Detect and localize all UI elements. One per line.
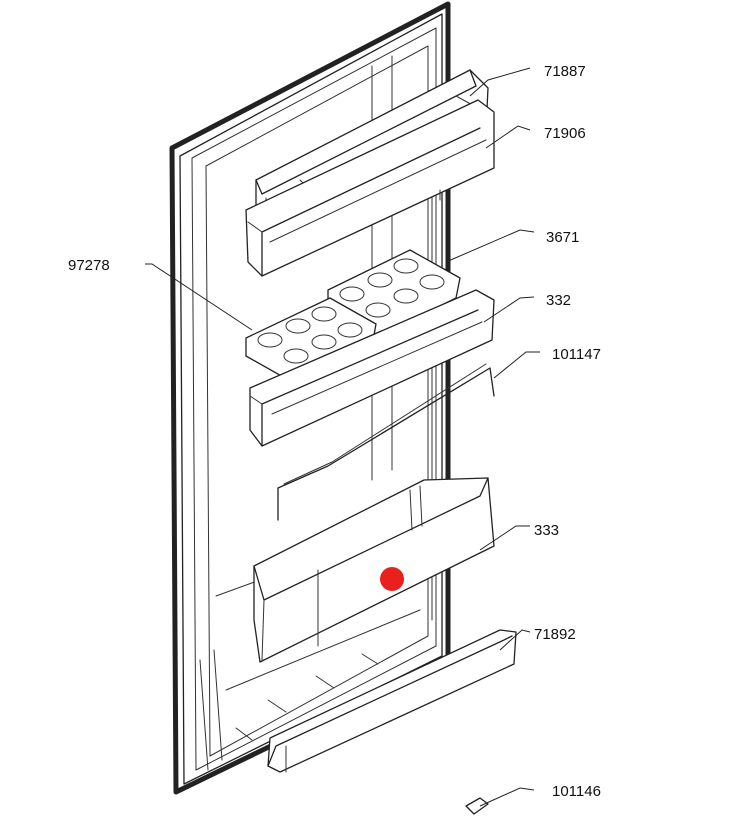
label-333: 333 xyxy=(534,522,559,539)
label-71887: 71887 xyxy=(544,63,586,80)
part-101146-pin xyxy=(465,797,489,815)
label-3671: 3671 xyxy=(546,229,579,246)
label-101146: 101146 xyxy=(552,783,601,800)
part-333-lower-bin xyxy=(253,477,495,663)
part-71906-top-shelf xyxy=(245,99,495,277)
highlight-marker xyxy=(380,567,404,591)
egg-cups-3671 xyxy=(339,258,445,318)
label-71906: 71906 xyxy=(544,125,586,142)
part-332-middle-shelf xyxy=(249,289,495,447)
label-97278: 97278 xyxy=(68,257,110,274)
egg-cups-97278 xyxy=(257,306,363,364)
label-101147: 101147 xyxy=(552,346,601,363)
label-332: 332 xyxy=(546,292,571,309)
part-101147-wire-rail xyxy=(277,363,495,521)
part-71892-bottle-shelf xyxy=(225,609,517,773)
leader-lines xyxy=(145,67,540,807)
label-71892: 71892 xyxy=(534,626,576,643)
